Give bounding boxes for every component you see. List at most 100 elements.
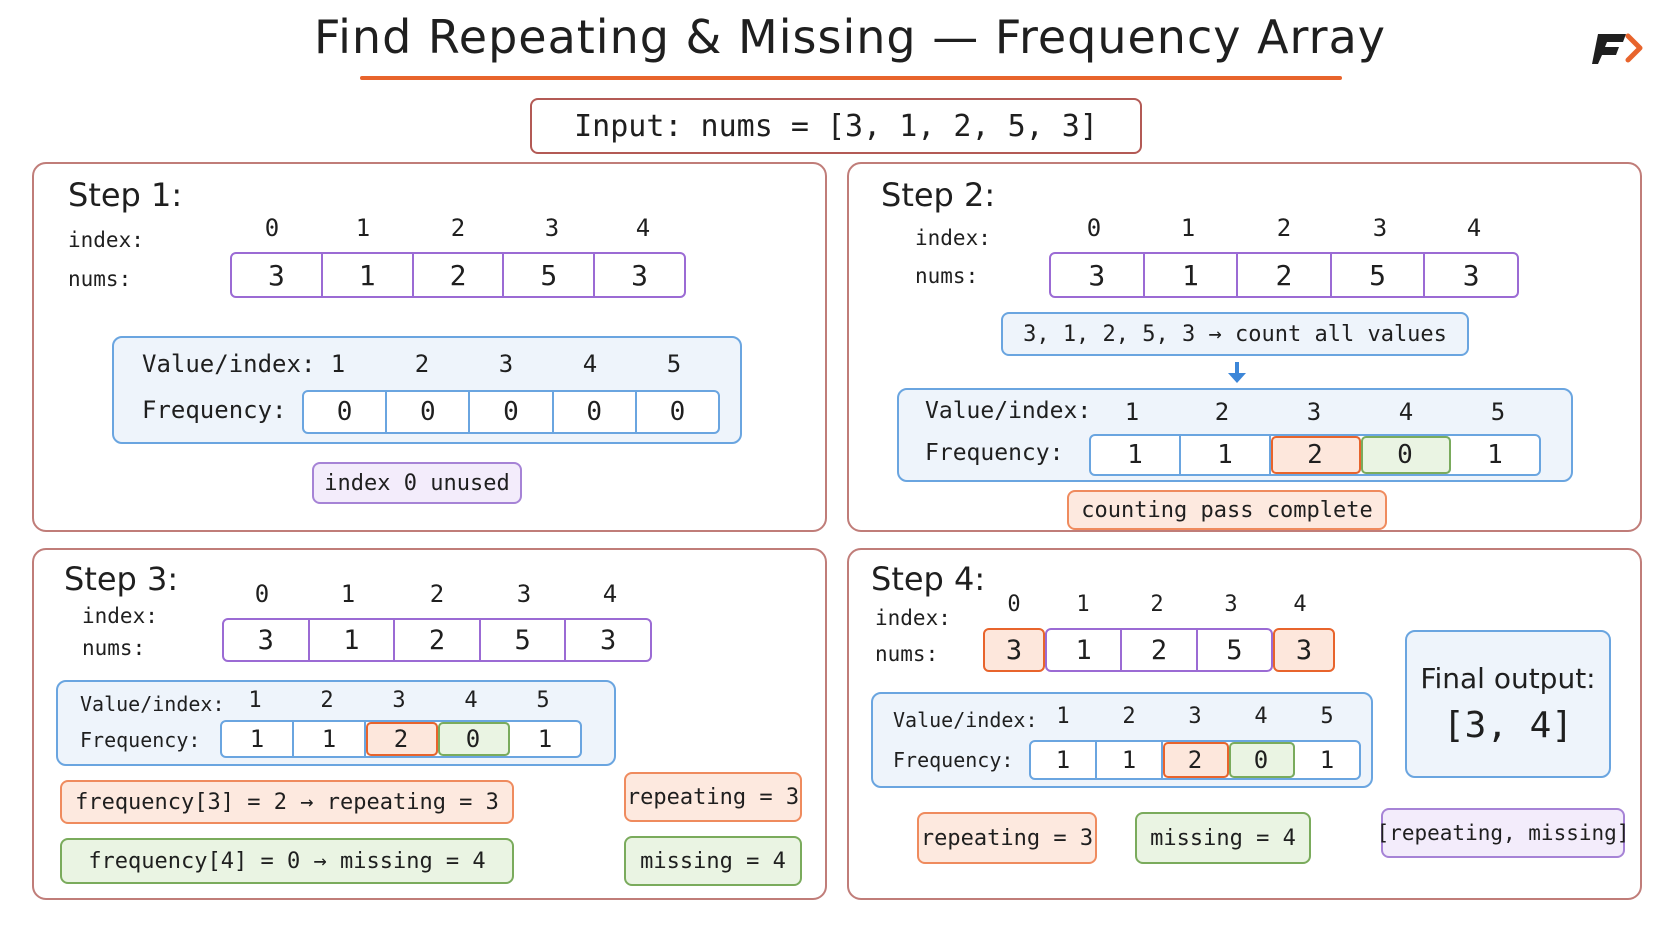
nums-cell: 1 — [1047, 630, 1123, 670]
frequency-cell: 1 — [1181, 436, 1271, 474]
value-index-3: 3 — [1306, 398, 1322, 426]
step2-title: Step 2: — [881, 176, 996, 214]
index-2: 2 — [1150, 592, 1164, 617]
index-2: 2 — [1276, 214, 1292, 242]
frequency-array: 1 1 2 0 1 — [1089, 434, 1541, 476]
frequency-array: 1 1 2 0 1 — [1029, 740, 1361, 780]
index-4: 4 — [1293, 592, 1307, 617]
nums-cell: 3 — [232, 254, 323, 296]
frequency-cell-repeating: 2 — [1271, 436, 1361, 474]
frequency-cell-missing: 0 — [1361, 436, 1451, 474]
frequency-cell: 1 — [1031, 742, 1097, 778]
nums-cell: 3 — [1462, 258, 1480, 292]
value-index-3: 3 — [1188, 704, 1202, 729]
step1-panel: Step 1: index: nums: 0 1 2 3 4 3 1 2 5 3… — [32, 162, 827, 532]
value-index-label: Value/index: — [925, 398, 1092, 424]
repeating-rule: frequency[3] = 2 → repeating = 3 — [60, 780, 514, 824]
index-label: index: — [915, 226, 991, 250]
index-3: 3 — [516, 580, 532, 608]
final-output-label: Final output: — [1420, 662, 1596, 695]
count-note: 3, 1, 2, 5, 3 → count all values — [1001, 312, 1469, 356]
missing-result: missing = 4 — [624, 836, 802, 886]
value-index-label: Value/index: — [142, 350, 316, 378]
nums-cell: 3 — [600, 624, 617, 656]
nums-cell-duplicate: 3 — [1273, 628, 1335, 672]
frequency-array: 0 0 0 0 0 — [302, 390, 720, 434]
value-index-4: 4 — [464, 688, 478, 713]
value-index-1: 1 — [330, 350, 346, 378]
frequency-label: Frequency: — [925, 440, 1064, 466]
index-3: 3 — [1372, 214, 1388, 242]
nums-cell: 5 — [481, 620, 567, 660]
nums-cell: 3 — [631, 258, 649, 292]
title-underline — [360, 76, 1342, 80]
index-3: 3 — [1224, 592, 1238, 617]
frequency-box: Value/index: Frequency: 1 2 3 4 5 1 1 2 … — [897, 388, 1573, 482]
step4-title: Step 4: — [871, 560, 986, 598]
nums-cell: 3 — [1051, 254, 1145, 296]
nums-cell: 3 — [224, 620, 310, 660]
step1-title: Step 1: — [68, 176, 183, 214]
index-4: 4 — [602, 580, 618, 608]
page-title: Find Repeating & Missing — Frequency Arr… — [314, 10, 1386, 64]
output-format-note: [repeating, missing] — [1377, 808, 1629, 858]
nums-label: nums: — [68, 267, 132, 291]
value-index-3: 3 — [498, 350, 514, 378]
frequency-cell: 0 — [669, 397, 686, 427]
value-index-2: 2 — [1214, 398, 1230, 426]
value-index-4: 4 — [582, 350, 598, 378]
frequency-cell-missing: 0 — [1229, 742, 1295, 778]
frequency-cell: 1 — [1487, 440, 1503, 470]
index-2: 2 — [450, 214, 466, 242]
value-index-4: 4 — [1398, 398, 1414, 426]
value-index-1: 1 — [1056, 704, 1070, 729]
value-index-5: 5 — [666, 350, 682, 378]
nums-cell: 2 — [1122, 630, 1198, 670]
step3-title: Step 3: — [64, 560, 179, 598]
frequency-label: Frequency: — [142, 396, 287, 424]
missing-rule: frequency[4] = 0 → missing = 4 — [60, 838, 514, 884]
nums-cell: 2 — [414, 254, 505, 296]
index-1: 1 — [1180, 214, 1196, 242]
pass-complete-note: counting pass complete — [1067, 490, 1387, 530]
frequency-box: Value/index: Frequency: 1 2 3 4 5 1 1 2 … — [56, 680, 616, 766]
missing-result: missing = 4 — [1135, 812, 1311, 864]
nums-cell: 2 — [395, 620, 481, 660]
index-2: 2 — [429, 580, 445, 608]
unused-note: index 0 unused — [312, 462, 522, 504]
value-index-5: 5 — [1490, 398, 1506, 426]
input-box: Input: nums = [3, 1, 2, 5, 3] — [530, 98, 1142, 154]
frequency-cell: 1 — [222, 722, 294, 756]
index-0: 0 — [1086, 214, 1102, 242]
nums-cell: 2 — [1238, 254, 1332, 296]
index-label: index: — [875, 606, 951, 630]
value-index-4: 4 — [1254, 704, 1268, 729]
frequency-cell: 0 — [304, 392, 388, 432]
nums-cell: 5 — [504, 254, 596, 296]
frequency-box: Value/index: Frequency: 1 2 3 4 5 1 1 2 … — [871, 692, 1373, 788]
value-index-3: 3 — [392, 688, 406, 713]
index-label: index: — [68, 228, 144, 252]
value-index-2: 2 — [1122, 704, 1136, 729]
nums-cell: 5 — [1332, 254, 1426, 296]
nums-array: 3 1 2 5 3 — [230, 252, 686, 298]
value-index-label: Value/index: — [80, 692, 225, 716]
index-1: 1 — [340, 580, 356, 608]
nums-array: 1 2 5 — [1045, 628, 1273, 672]
nums-cell: 1 — [323, 254, 414, 296]
index-4: 4 — [635, 214, 651, 242]
frequency-cell: 1 — [1319, 746, 1335, 774]
index-3: 3 — [544, 214, 560, 242]
index-4: 4 — [1466, 214, 1482, 242]
repeating-result: repeating = 3 — [624, 772, 802, 822]
step4-panel: Step 4: index: nums: 0 1 2 3 4 3 1 2 5 3… — [847, 548, 1642, 900]
step2-panel: Step 2: index: nums: 0 1 2 3 4 3 1 2 5 3… — [847, 162, 1642, 532]
nums-array: 3 1 2 5 3 — [1049, 252, 1519, 298]
frequency-cell-repeating: 2 — [366, 722, 438, 756]
nums-label: nums: — [82, 636, 146, 660]
frequency-cell: 1 — [537, 725, 553, 753]
step3-panel: Step 3: index: nums: 0 1 2 3 4 3 1 2 5 3… — [32, 548, 827, 900]
brand-logo-icon — [1592, 33, 1643, 64]
frequency-cell: 0 — [554, 392, 637, 432]
frequency-label: Frequency: — [893, 748, 1014, 772]
